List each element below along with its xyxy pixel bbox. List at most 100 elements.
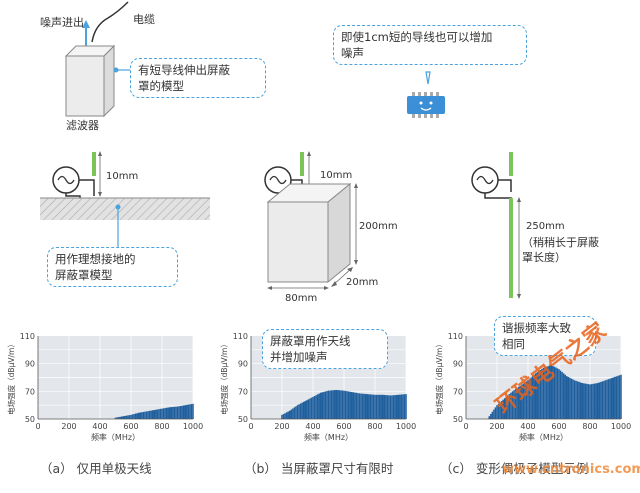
bar (579, 382, 582, 419)
x-tick-label: 200 (489, 422, 504, 431)
bar (403, 394, 406, 419)
bar (372, 394, 375, 419)
y-tick-label: 110 (20, 332, 35, 341)
bar (615, 376, 618, 419)
bar (385, 395, 387, 419)
bar (522, 383, 525, 419)
bar (131, 414, 134, 419)
bar (119, 416, 121, 419)
dim-10mm-a: 10mm (106, 171, 139, 182)
bar (371, 394, 373, 419)
bar (617, 375, 619, 419)
bar (352, 392, 355, 419)
bar (139, 412, 142, 419)
callout-short-lead-model: 有短导线伸出屏蔽 罩的模型 (130, 58, 266, 98)
y-axis-label: 电场强度（dBμV/m） (434, 340, 444, 415)
caption-a: （a） 仅用单极天线 (40, 461, 152, 476)
ground-plane (40, 198, 210, 220)
callout-shield-antenna: 屏蔽罩用作天线 并增加噪声 (262, 329, 388, 369)
bar (313, 396, 316, 419)
bar (141, 412, 143, 419)
dim-250mm: 250mm (526, 221, 565, 232)
bar (507, 395, 509, 419)
bar (307, 399, 310, 419)
bar (394, 395, 396, 419)
bar (517, 386, 520, 419)
bar (181, 405, 183, 419)
bar (499, 402, 501, 419)
caption-b: （b） 当屏蔽罩尺寸有限时 (244, 461, 394, 476)
bar (584, 383, 587, 419)
bar (128, 415, 131, 419)
bar (164, 408, 166, 419)
bar (344, 390, 347, 419)
y-tick-label: 90 (453, 360, 463, 369)
bar (134, 413, 137, 419)
bar (555, 367, 557, 419)
bar (165, 407, 168, 419)
bar (595, 383, 597, 419)
callout-ideal-ground: 用作理想接地的 屏蔽罩模型 (47, 247, 178, 287)
bar (299, 403, 302, 419)
y-axis-label: 电场强度（dBμV/m） (219, 340, 229, 415)
bar (162, 408, 165, 419)
bar (496, 405, 498, 419)
x-tick-label: 400 (305, 422, 320, 431)
bar (525, 381, 528, 419)
bar (553, 366, 556, 419)
bar (578, 381, 580, 419)
y-tick-label: 90 (238, 360, 248, 369)
x-tick-label: 800 (582, 422, 597, 431)
bar (315, 395, 317, 419)
y-tick-label: 50 (238, 415, 248, 424)
bar (604, 380, 607, 419)
bar (575, 380, 577, 419)
chip-drawing (407, 71, 445, 118)
bar (593, 383, 596, 419)
bar (377, 394, 379, 419)
bar (545, 366, 548, 419)
x-tick-label: 200 (61, 422, 76, 431)
watermark-url: www.cntronics.com (502, 462, 640, 477)
bar (287, 411, 289, 419)
y-tick-label: 70 (238, 387, 248, 396)
bar (405, 394, 407, 419)
dim-10mm-b: 10mm (320, 170, 353, 181)
bar (155, 409, 157, 419)
bar (167, 407, 169, 419)
bar (508, 394, 511, 419)
x-tick-label: 600 (551, 422, 566, 431)
bar (528, 378, 531, 419)
shield-box (267, 201, 329, 283)
bar (290, 409, 293, 419)
bar (298, 404, 300, 419)
x-tick-label: 800 (367, 422, 382, 431)
bar (573, 380, 576, 419)
bar (592, 383, 594, 419)
noise-label: 噪声进出 (40, 16, 84, 29)
bar (147, 411, 149, 419)
bar (497, 403, 500, 419)
bar (378, 394, 381, 419)
bar (564, 374, 566, 419)
bar (581, 383, 583, 419)
bar (576, 381, 579, 419)
y-tick-label: 110 (448, 332, 463, 341)
bar (136, 413, 138, 419)
bar (500, 401, 503, 419)
bar (120, 416, 123, 419)
bar (296, 405, 299, 419)
y-tick-label: 90 (25, 360, 35, 369)
bar (511, 391, 514, 419)
bar (326, 391, 328, 419)
bar (158, 409, 160, 419)
bar (355, 392, 358, 419)
filter-box (65, 55, 105, 117)
bar (493, 409, 495, 419)
bar (284, 413, 286, 419)
bar (583, 383, 585, 419)
bar (494, 407, 497, 419)
bar (550, 365, 552, 419)
bar (312, 396, 314, 419)
bar (516, 388, 518, 419)
